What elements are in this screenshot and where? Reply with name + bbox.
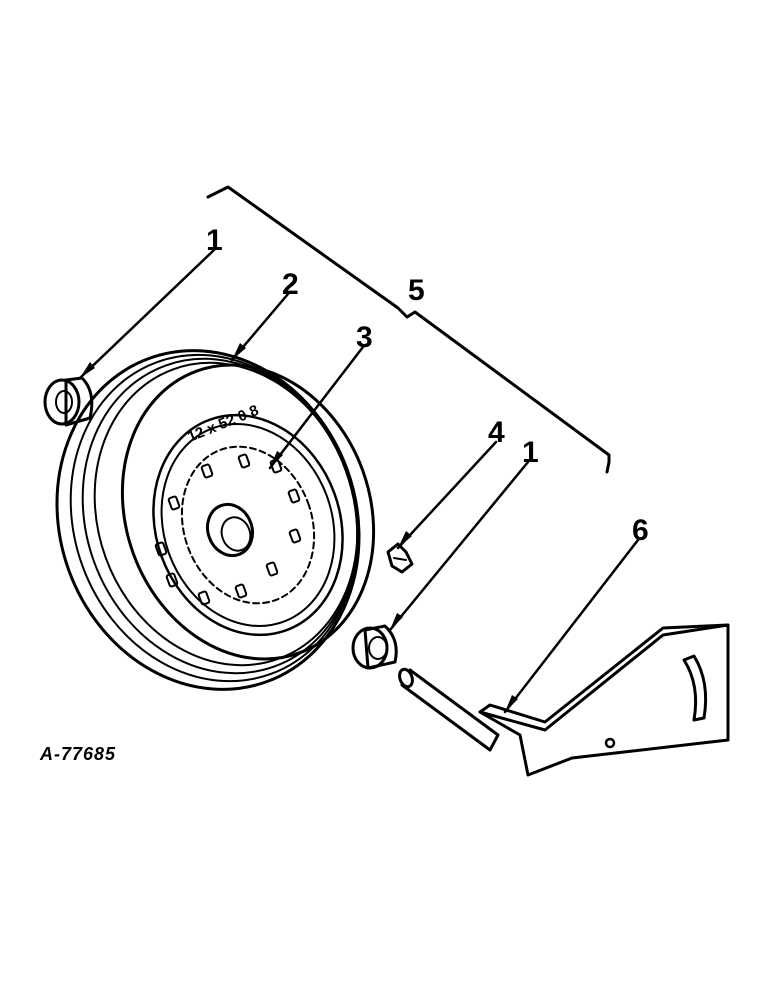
callout-5: 5	[408, 274, 425, 307]
callout-6: 6	[632, 514, 649, 547]
figure-id: A-77685	[39, 744, 116, 764]
spindle-bracket	[398, 623, 730, 777]
bearing-right	[351, 624, 398, 670]
callout-2: 2	[282, 268, 299, 301]
leader-lines	[78, 248, 640, 714]
grease-fitting	[386, 542, 414, 574]
wheel-tire: 12 x 52 0 8	[55, 349, 376, 691]
rim-slots	[154, 453, 302, 606]
callout-4: 4	[488, 416, 505, 449]
callout-3: 3	[356, 321, 373, 354]
callout-1-right: 1	[522, 436, 539, 469]
bearing-left	[43, 376, 94, 427]
callout-1-left: 1	[206, 224, 223, 257]
tire-size-marking: 12 x 52 0 8	[185, 402, 261, 446]
assembly-bracket	[206, 185, 611, 474]
